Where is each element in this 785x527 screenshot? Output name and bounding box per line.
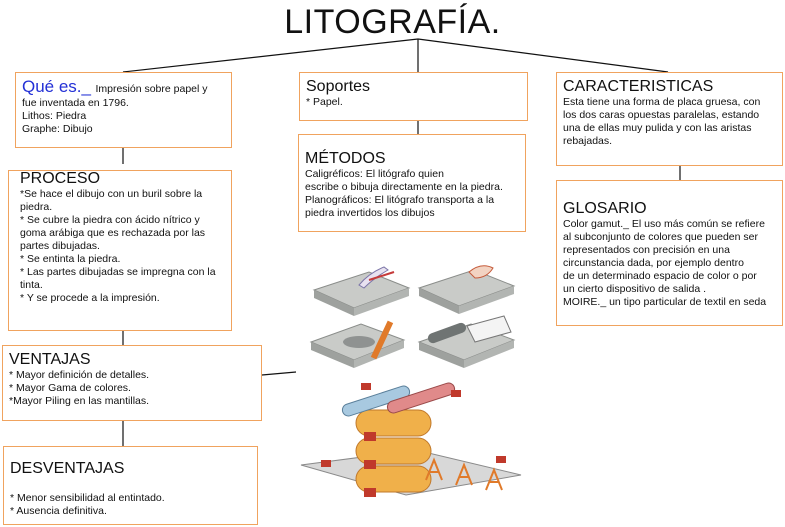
desventajas-body: * Menor sensibilidad al entintado. * Aus… [10,492,165,517]
que-es-intro: Impresión sobre papel y [95,83,208,95]
caracteristicas-body: Esta tiene una forma de placa gruesa, co… [563,96,761,147]
stone-2 [417,265,516,314]
roller-stack [341,382,456,497]
soportes-body: * Papel. [306,96,343,108]
stone-1 [312,266,411,316]
proceso-heading: PROCESO [20,170,101,187]
metodos-box: MÉTODOS Caligréficos: El litógrafo quien… [298,134,526,232]
glosario-heading: GLOSARIO [563,200,647,217]
proceso-frame [8,170,232,331]
printed-letters [425,457,503,491]
desventajas-heading: DESVENTAJAS [10,460,125,477]
soportes-box: Soportes * Papel. [299,72,528,121]
desventajas-box: DESVENTAJAS * Menor sensibilidad al enti… [3,446,258,525]
ventajas-body: * Mayor definición de detalles. * Mayor … [9,369,150,407]
caracteristicas-box: CARACTERISTICAS Esta tiene una forma de … [556,72,783,166]
press-rollers-illustration [296,380,526,520]
proceso-box: PROCESO *Se hace el dibujo con un buril … [13,164,232,331]
glosario-box: GLOSARIO Color gamut._ El uso más común … [556,180,783,326]
que-es-body: fue inventada en 1796. Lithos: Piedra Gr… [22,97,129,135]
ventajas-box: VENTAJAS * Mayor definición de detalles.… [2,345,262,421]
caracteristicas-heading: CARACTERISTICAS [563,78,714,95]
metodos-heading: MÉTODOS [305,150,386,167]
que-es-box: Qué es._ Impresión sobre papel y fue inv… [15,72,232,148]
metodos-body: Caligréficos: El litógrafo quien escribe… [305,168,503,219]
ventajas-heading: VENTAJAS [9,351,91,368]
stone-3 [309,320,406,368]
stone-4 [417,315,516,368]
litho-stones-illustration [299,250,526,375]
que-es-heading: Qué es._ [22,77,91,96]
que-es-first-line: Qué es._ Impresión sobre papel y [22,77,225,97]
glosario-body: Color gamut._ El uso más común se refier… [563,218,767,308]
soportes-heading: Soportes [306,78,371,95]
page-title: LITOGRAFÍA. [284,3,501,41]
proceso-body: *Se hace el dibujo con un buril sobre la… [20,188,216,304]
